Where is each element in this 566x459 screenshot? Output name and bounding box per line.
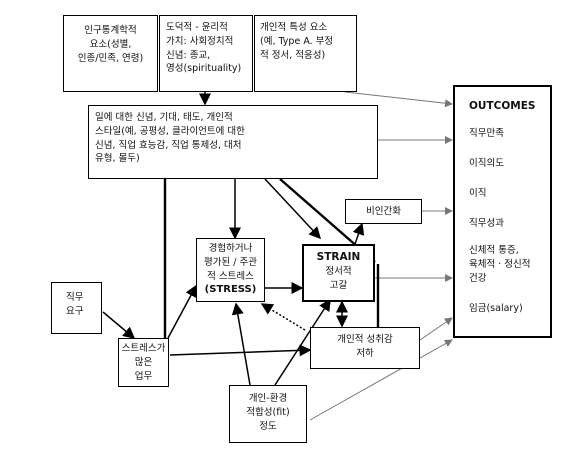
workload-box: 스트레스가 많은 업무 [118,338,169,387]
strain-box: STRAIN 정서적 고갈 [302,244,375,302]
arrow-demands-to-workload [102,311,136,339]
demographic-factors-box: 인구통계학적 요소(성별, 인종/민족, 연령) [63,15,158,92]
arrow-fit-to-outcomes [309,339,453,421]
outcome-salary: 임금(salary) [469,302,523,314]
arrow-accomplishment-stress [260,303,306,331]
outcomes-title: OUTCOMES [469,100,536,112]
strain-line-2: 고갈 [329,279,348,291]
arrow-accomplishment-to-outcomes [419,317,453,341]
cynicism-box: 비인간화 [345,199,422,224]
outcome-turnover-intention: 이직의도 [469,157,504,169]
outcome-job-performance: 직무성과 [469,217,504,229]
strain-line-1: 정서적 [325,266,352,278]
moral-values-box: 도덕적 - 윤리적 가치: 사회정치적 신념: 종교, 영성(spiritual… [159,15,253,92]
personality-factors-box: 개인적 특성 요소 (예, Type A. 부정 적 정서, 적응성) [254,15,357,92]
arrow-workload-to-accomplishment [169,344,312,357]
stress-box: 경험하거나 평가된 / 주관 적 스트레스 (STRESS) [196,238,265,302]
stress-line-2: 평가된 / 주관 [204,256,257,268]
arrow-fit-to-stress [231,302,251,386]
fit-box: 개인-환경 적합성(fit) 정도 [229,385,307,443]
work-beliefs-box: 일에 대한 신념, 기대, 태도, 개인적 스타일(예, 공평성, 클라이언트에… [88,105,378,179]
outcome-turnover: 이직 [469,187,487,199]
arrow-beliefs-to-strain [264,178,322,240]
arrow-fit-to-strain [274,298,331,386]
job-demands-box: 직무 요구 [51,282,102,334]
arrow-strain-to-cynicism [352,222,365,245]
strain-label: STRAIN [316,251,361,263]
stress-line-3: 적 스트레스 [207,270,254,282]
stress-label: (STRESS) [204,284,257,296]
outcome-health: 신체적 통증, 육체적 · 정신적 건강 [469,245,531,284]
stress-line-1: 경험하거나 [208,243,253,254]
arrow-personality-to-outcomes [344,91,453,108]
arrow-workload-to-stress [167,284,197,339]
outcome-job-satisfaction: 직무만족 [469,128,504,140]
accomplishment-box: 개인적 성취감 저하 [310,327,420,369]
outcomes-box: OUTCOMES 직무만족 이직의도 이직 직무성과 신체적 통증, 육체적 ·… [453,85,552,338]
